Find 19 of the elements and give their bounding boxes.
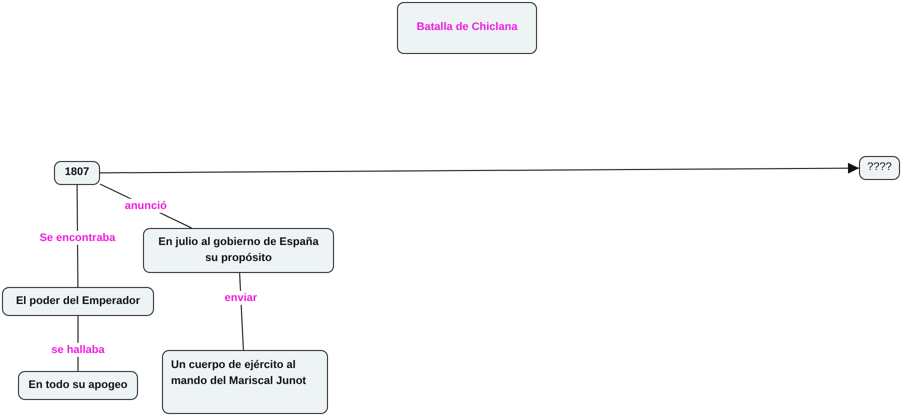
concept-box: [18, 371, 138, 400]
concept-box: [143, 228, 334, 273]
concept-text: El poder del Emperador: [16, 294, 140, 309]
concept-text: Un cuerpo de ejército al mando del Mariscal Junot: [171, 358, 308, 389]
concept-text: 1807: [64, 165, 90, 180]
edge-label: se hallaba: [49, 342, 107, 358]
concept-text: En julio al gobierno de España su propósito: [158, 234, 319, 266]
concept-box: [859, 156, 900, 180]
concept-box: [397, 2, 537, 54]
concept-box: [162, 350, 328, 414]
concept-box: [2, 287, 154, 316]
edge-label: anunció: [122, 198, 169, 214]
concept-text: ????: [867, 160, 892, 176]
concept-text: En todo su apogeo: [28, 378, 128, 393]
concept-text: Batalla de Chiclana: [416, 20, 518, 36]
arrow: [100, 162, 860, 174]
edge-label: Se encontraba: [38, 230, 118, 246]
concept-box: [54, 161, 100, 185]
edge-label: enviar: [222, 290, 260, 305]
